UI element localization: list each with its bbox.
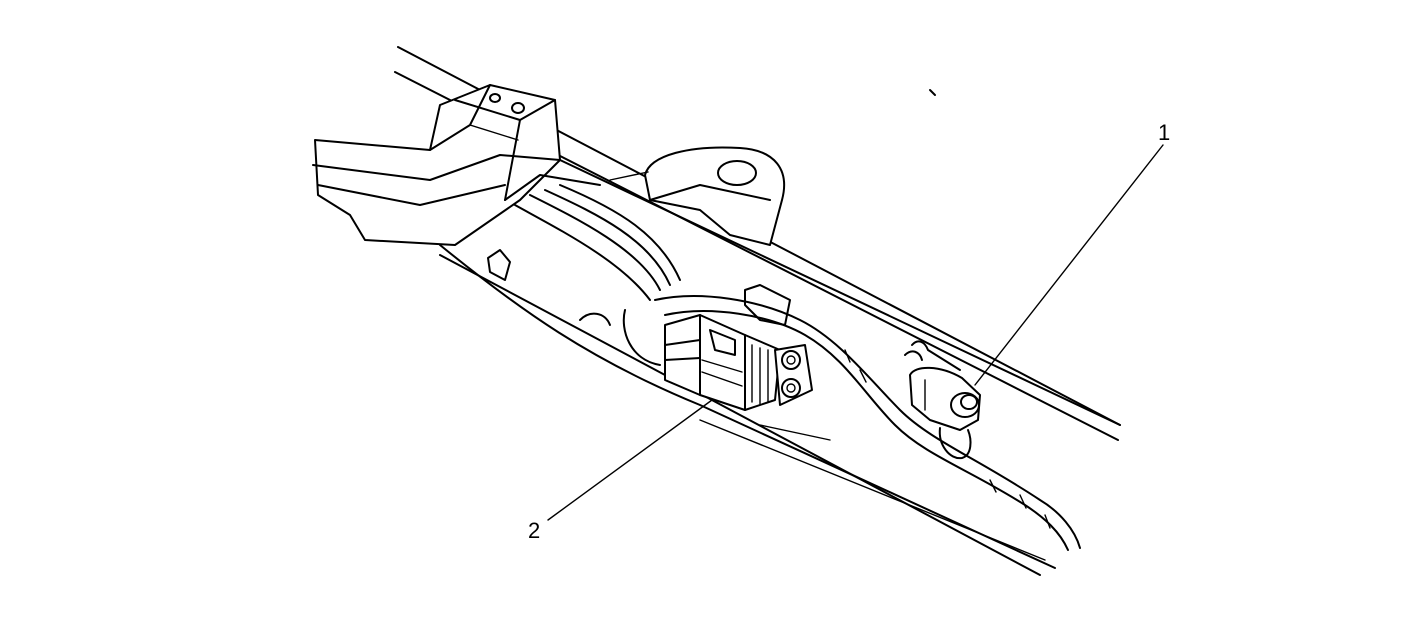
rail-mount-bracket <box>609 146 786 246</box>
leader-line-2 <box>547 399 713 521</box>
callout-2-label: 2 <box>528 518 540 543</box>
callout-leaders <box>547 144 1164 521</box>
electrical-connector <box>664 314 813 411</box>
wiring-harness <box>514 184 1081 551</box>
callout-1-label: 1 <box>1158 120 1170 145</box>
rail-clip <box>487 249 611 326</box>
leader-line-1 <box>974 144 1164 386</box>
sensor-fitting <box>904 89 981 460</box>
crossmember <box>312 84 601 246</box>
